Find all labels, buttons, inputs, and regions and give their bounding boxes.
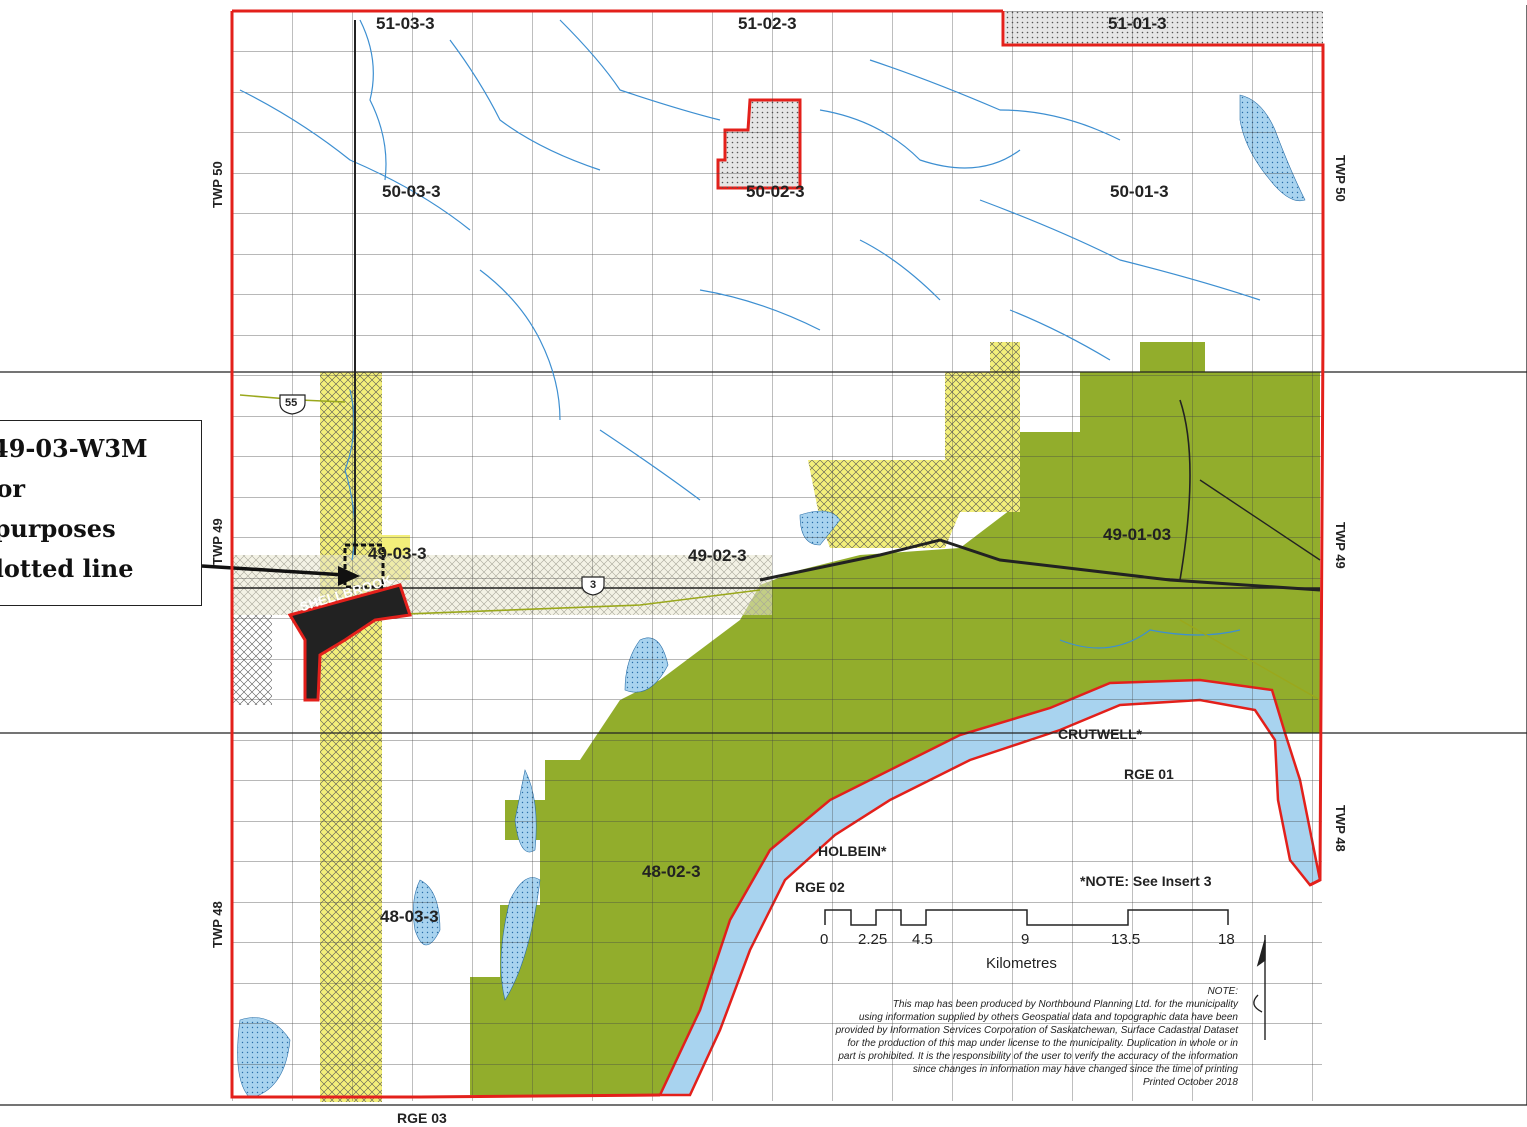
twp48-right-label: TWP 48 [1333,805,1348,852]
note-line: part is prohibited. It is the responsibi… [838,1051,1238,1062]
note-line: since changes in information may have ch… [912,1064,1238,1075]
note-heading: NOTE: [1207,986,1238,997]
note-line: for the production of this map under lic… [847,1038,1238,1049]
highway-shields [279,394,605,596]
callout-line-2: for [0,474,25,503]
district-48-02-label: 48-02-3 [642,862,701,881]
district-50-01-label: 50-01-3 [1110,182,1169,201]
section-grid [232,11,1322,1101]
highway-3-label: 3 [590,579,597,591]
rge01-label: RGE 01 [1124,766,1174,782]
scale-tick-4: 13.5 [1111,931,1141,948]
subject-parcel-box [343,543,385,589]
district-51-01-label: 51-01-3 [1108,14,1167,33]
district-51-03-label: 51-03-3 [376,14,435,33]
twp49-left-label: TWP 49 [210,518,225,565]
scale-tick-5: 18 [1218,931,1235,948]
note-line: This map has been produced by Northbound… [892,999,1238,1010]
crutwell-label: CRUTWELL* [1058,726,1142,742]
district-50-03-label: 50-03-3 [382,182,441,201]
rge03-label: RGE 03 [397,1110,447,1126]
district-49-01-label: 49-01-03 [1103,525,1172,544]
district-48-03-label: 48-03-3 [380,907,439,926]
shellbrook-urban [287,583,412,702]
twp48-left-label: TWP 48 [210,901,225,948]
district-50-02-label: 50-02-3 [746,182,805,201]
twp50-left-label: TWP 50 [210,161,225,208]
note-line: using information supplied by others Geo… [858,1012,1238,1023]
north-arrow [1253,935,1266,1040]
district-49-02-label: 49-02-3 [688,546,747,565]
scale-tick-1: 2.25 [858,931,888,948]
scale-unit: Kilometres [986,955,1057,972]
insert-note-label: *NOTE: See Insert 3 [1080,873,1212,889]
callout-line-4: d dotted line [0,554,134,583]
map-note: NOTE: This map has been produced by Nort… [760,985,1238,1089]
scale-bar [824,909,1229,926]
roads [232,20,1321,701]
scale-tick-2: 4.5 [912,931,933,948]
holbein-label: HOLBEIN* [818,843,887,859]
district-49-03-label: 49-03-3 [368,544,427,563]
callout-arrow [201,564,346,577]
callout-line-3: e purposes [0,514,116,543]
district-51-02-label: 51-02-3 [738,14,797,33]
township-lines [0,5,1527,1106]
rge02-label: RGE 02 [795,879,845,895]
municipal-boundary [230,9,1325,1099]
scale-tick-3: 9 [1021,931,1030,948]
note-line: provided by Information Services Corpora… [835,1025,1238,1036]
note-line: Printed October 2018 [1142,1077,1238,1088]
callout-box: 49-03-W3M for e purposes d dotted line [0,420,202,606]
twp49-right-label: TWP 49 [1333,522,1348,569]
twp50-right-label: TWP 50 [1333,155,1348,202]
highway-55-label: 55 [285,397,298,409]
callout-line-1: 49-03-W3M [0,434,148,463]
streams [239,19,1261,649]
scale-tick-0: 0 [820,931,829,948]
